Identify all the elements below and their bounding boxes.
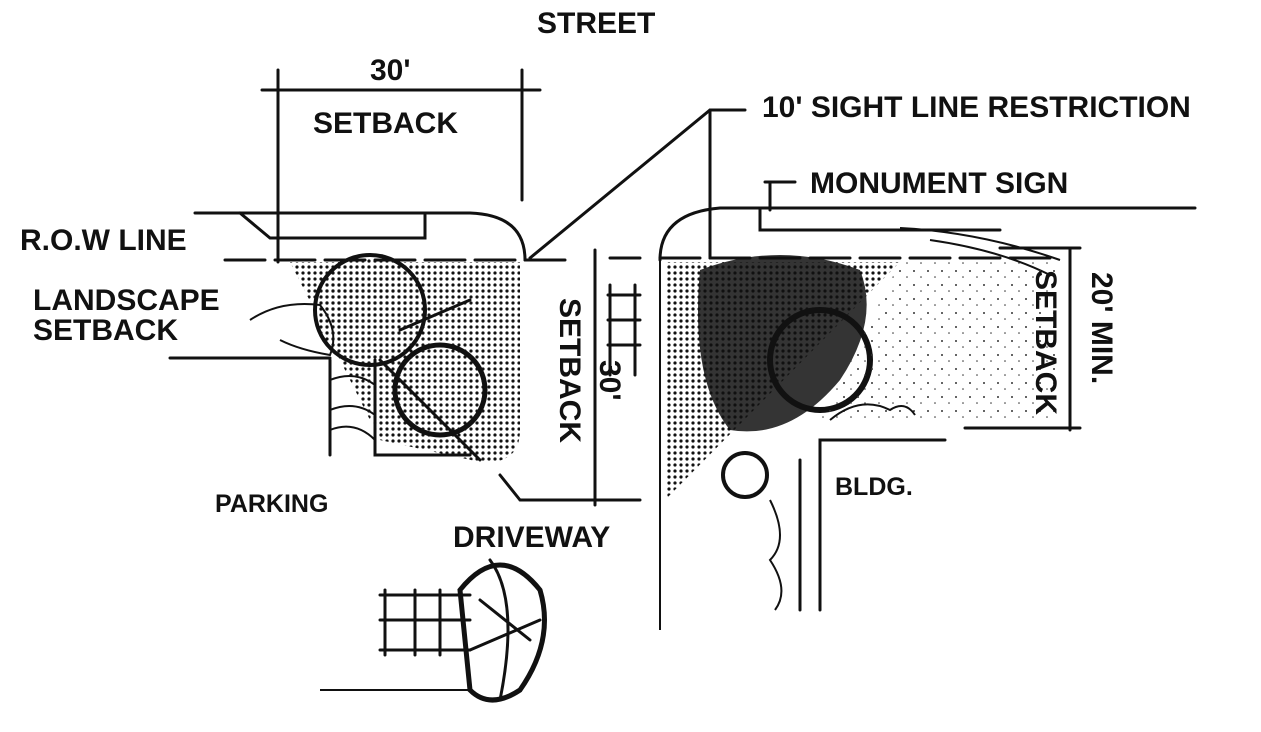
parking-label: PARKING <box>215 490 328 518</box>
row-line <box>223 256 1062 262</box>
bottom-parking-sketch <box>320 558 547 703</box>
sight-line-label: 10' SIGHT LINE RESTRICTION <box>762 91 1191 124</box>
right-trees <box>698 255 873 499</box>
driveway-setback-dimension: 30' <box>593 360 626 401</box>
front-setback-dimension: 30' <box>370 54 411 87</box>
left-shrubs <box>249 303 335 357</box>
right-lot-fill <box>820 262 1060 420</box>
side-setback-dimension: 20' MIN. <box>1085 272 1118 384</box>
building-outline <box>798 438 947 612</box>
left-lot-edge <box>328 358 472 457</box>
driveway-setback-label: SETBACK <box>553 298 586 443</box>
street-curbs <box>193 206 1197 276</box>
street-label: STREET <box>537 7 655 40</box>
side-setback-label: SETBACK <box>1029 270 1062 415</box>
landscape-label-line1: LANDSCAPE <box>33 284 220 317</box>
driveway-marker <box>606 283 642 377</box>
landscape-label-line2: SETBACK <box>33 314 178 347</box>
row-line-label: R.O.W LINE <box>20 224 187 257</box>
left-trees <box>313 253 488 462</box>
monument-sign-label: MONUMENT SIGN <box>810 167 1068 200</box>
front-setback-label: SETBACK <box>313 107 458 140</box>
driveway-label: DRIVEWAY <box>453 521 610 554</box>
dimension-lines <box>168 68 1082 507</box>
building-label: BLDG. <box>835 473 913 501</box>
